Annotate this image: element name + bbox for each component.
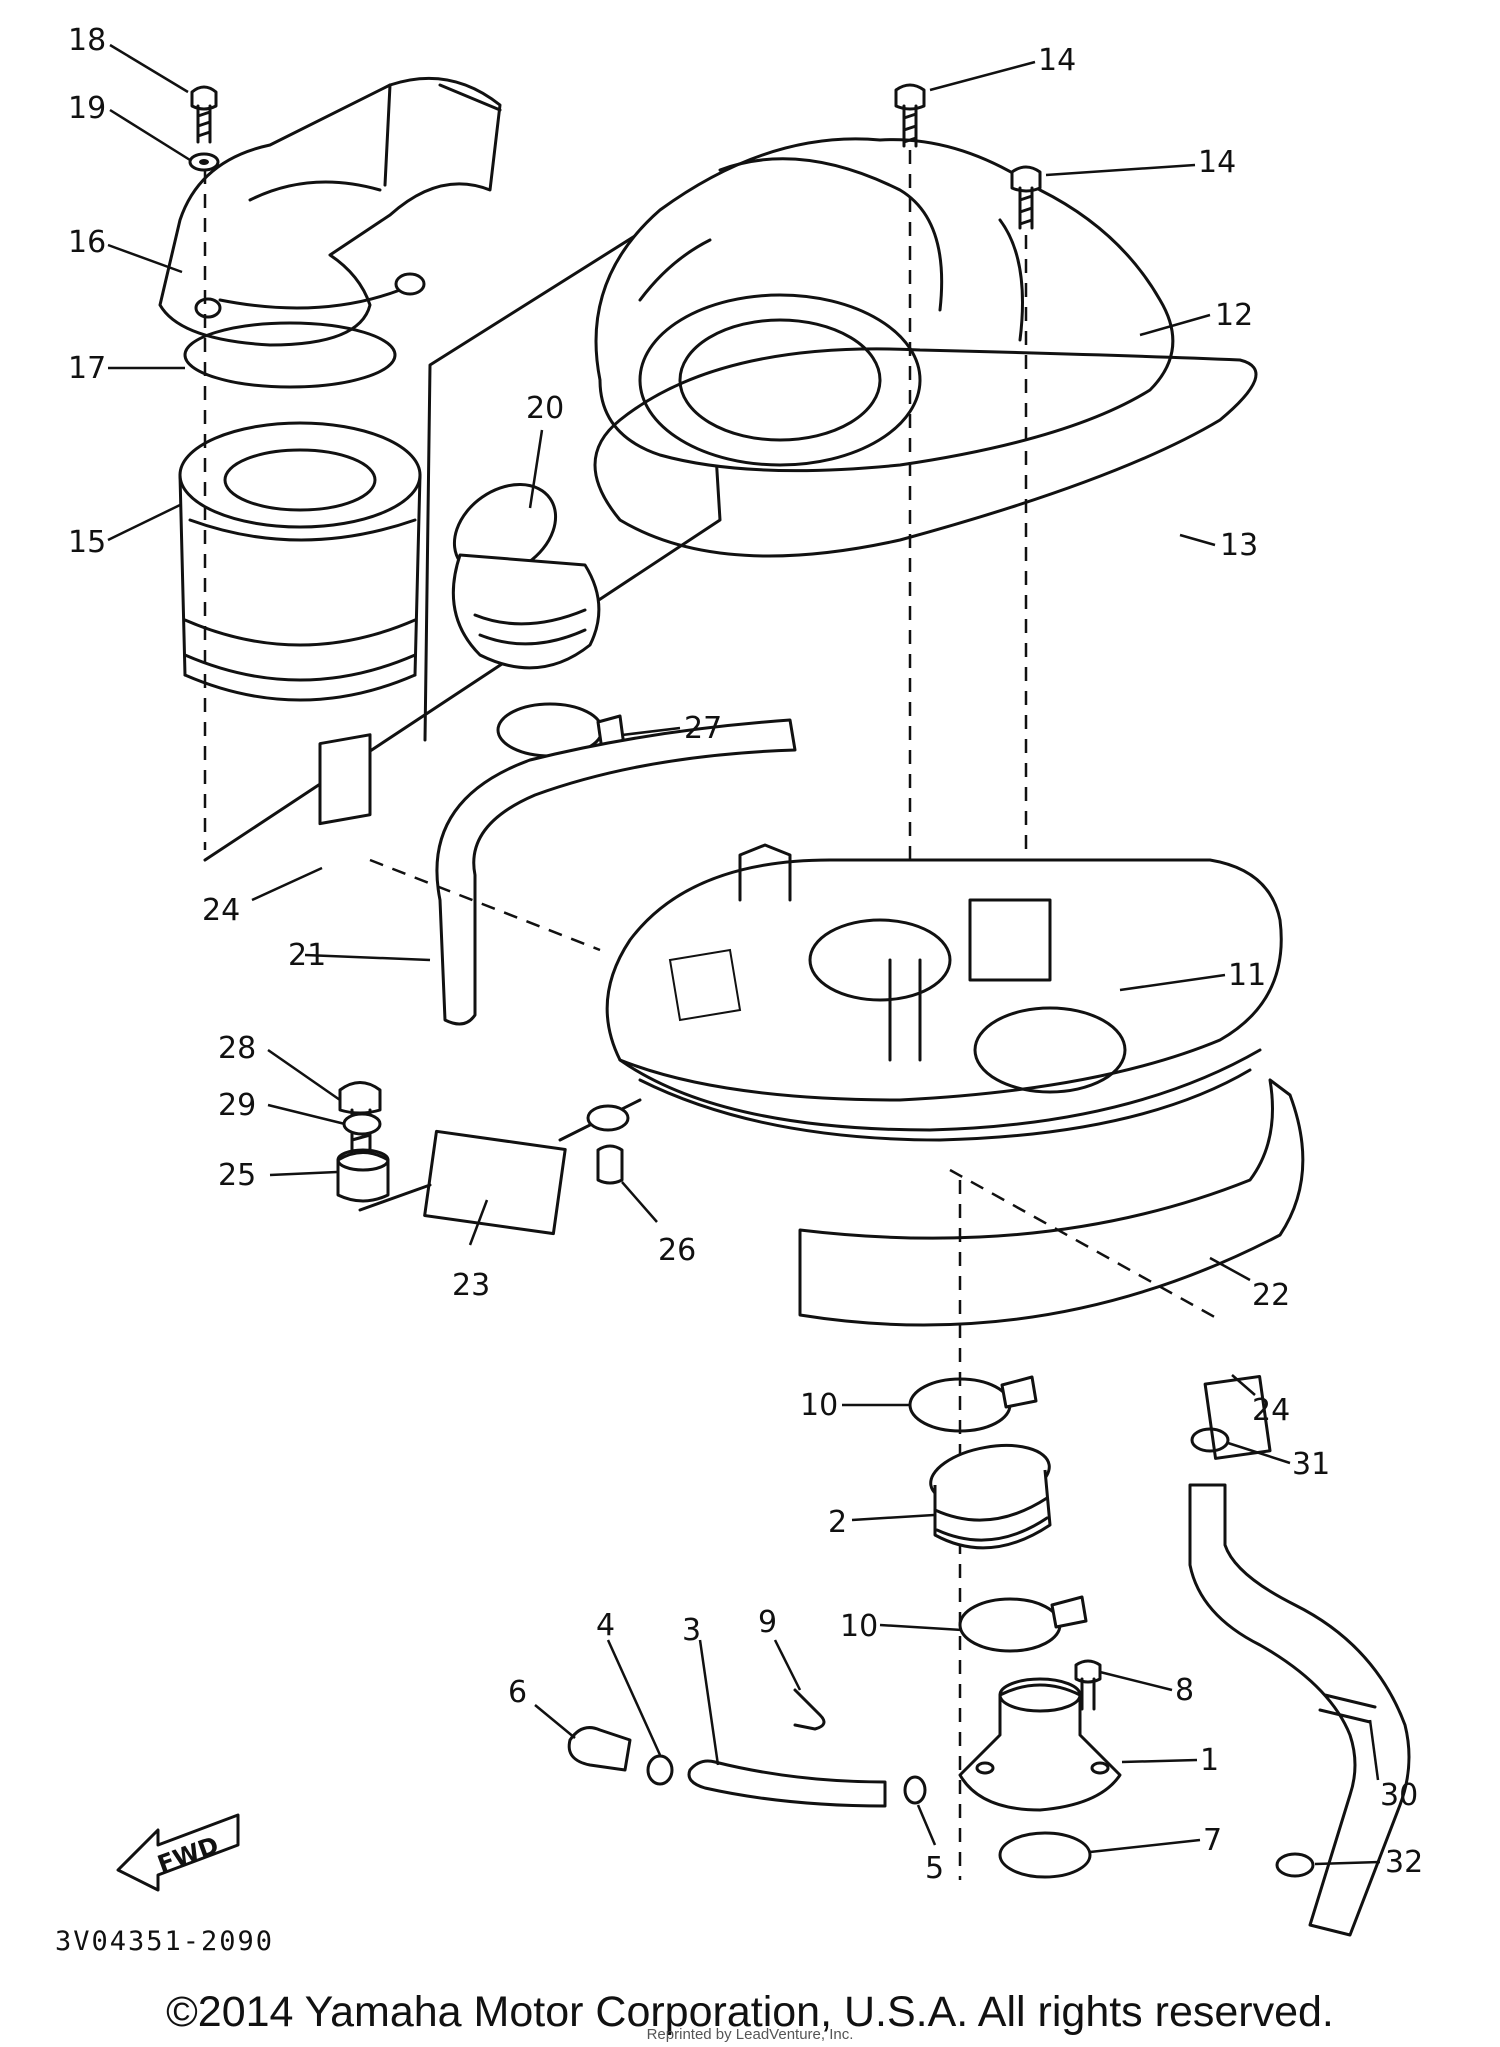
washer-29-ring: [342, 1112, 382, 1136]
elbow-20: [451, 483, 601, 670]
callout-10-bottom: 10: [840, 1609, 878, 1644]
callout-15: 15: [68, 525, 106, 560]
callout-17: 17: [68, 351, 106, 386]
top-cover-12: [594, 137, 1175, 473]
callout-13: 13: [1220, 528, 1258, 563]
clip-31: [1190, 1427, 1230, 1453]
callout-16: 16: [68, 225, 106, 260]
band-22: [798, 1078, 1305, 1327]
callout-31: 31: [1292, 1447, 1330, 1482]
bolt-14-right: [1010, 165, 1042, 230]
callout-18: 18: [68, 23, 106, 58]
joint-2: [929, 1444, 1052, 1550]
callout-24-left: 24: [202, 893, 240, 928]
copyright-notice: ©2014 Yamaha Motor Corporation, U.S.A. A…: [166, 1988, 1334, 2036]
callout-20: 20: [526, 391, 564, 426]
clip-32: [1275, 1852, 1315, 1878]
fwd-arrow-icon: FWD: [116, 1813, 240, 1892]
callout-10-top: 10: [800, 1388, 838, 1423]
bolt-8: [1074, 1659, 1102, 1711]
watermark-text: Reprinted by LeadVenture, Inc.: [646, 2026, 854, 2043]
callout-11: 11: [1228, 958, 1266, 993]
pad-24-right: [1203, 1374, 1272, 1460]
callout-28: 28: [218, 1031, 256, 1066]
leader-lines: [107, 43, 1381, 1866]
o-ring-17: [183, 321, 397, 389]
callout-labels: 18 19 16 17 15 20 14 14 12 13 27 24 21 1…: [68, 23, 1423, 1886]
callout-12: 12: [1215, 298, 1253, 333]
callout-14-right: 14: [1198, 145, 1236, 180]
flange-joint-1: [958, 1677, 1122, 1812]
callout-22: 22: [1252, 1278, 1290, 1313]
gasket-7: [998, 1831, 1092, 1879]
bolt-14-left: [894, 83, 926, 148]
clamp-10-top: [908, 1375, 1038, 1433]
bolt-18: [190, 85, 218, 144]
callout-24-right: 24: [1252, 1393, 1290, 1428]
callout-27: 27: [684, 711, 722, 746]
band-21: [435, 718, 797, 1026]
gasket-13: [593, 347, 1258, 558]
callout-7: 7: [1203, 1823, 1222, 1858]
clip-9: [793, 1688, 826, 1731]
hose-3: [687, 1759, 887, 1808]
callout-29: 29: [218, 1088, 256, 1123]
filter-element-15: [178, 421, 422, 702]
callout-3: 3: [682, 1613, 701, 1648]
callout-8: 8: [1175, 1673, 1194, 1708]
washer-19: [188, 152, 220, 172]
air-box-case-11: [605, 843, 1283, 1142]
callout-5: 5: [925, 1851, 944, 1886]
clip-4: [646, 1754, 674, 1786]
callout-2: 2: [828, 1505, 847, 1540]
pad-23: [423, 1129, 567, 1236]
callout-9: 9: [758, 1605, 777, 1640]
callout-21: 21: [288, 938, 326, 973]
diagram-code: 3V04351-2090: [55, 1926, 274, 1957]
bolt-26: [586, 1104, 630, 1185]
callout-14-top: 14: [1038, 43, 1076, 78]
callout-4: 4: [596, 1608, 615, 1643]
clamp-10-bottom: [958, 1595, 1088, 1653]
callout-23: 23: [452, 1268, 490, 1303]
callout-32: 32: [1385, 1845, 1423, 1880]
drain-hose-30: [1188, 1483, 1411, 1937]
intake-duct-16: [158, 76, 502, 347]
callout-30: 30: [1380, 1778, 1418, 1813]
grommet-25: [336, 1148, 390, 1203]
clip-5: [903, 1775, 927, 1805]
callout-26: 26: [658, 1233, 696, 1268]
callout-25: 25: [218, 1158, 256, 1193]
callout-6: 6: [508, 1675, 527, 1710]
callout-1: 1: [1200, 1743, 1219, 1778]
callout-19: 19: [68, 91, 106, 126]
pad-24-left: [318, 733, 372, 826]
fitting-6: [567, 1726, 632, 1772]
